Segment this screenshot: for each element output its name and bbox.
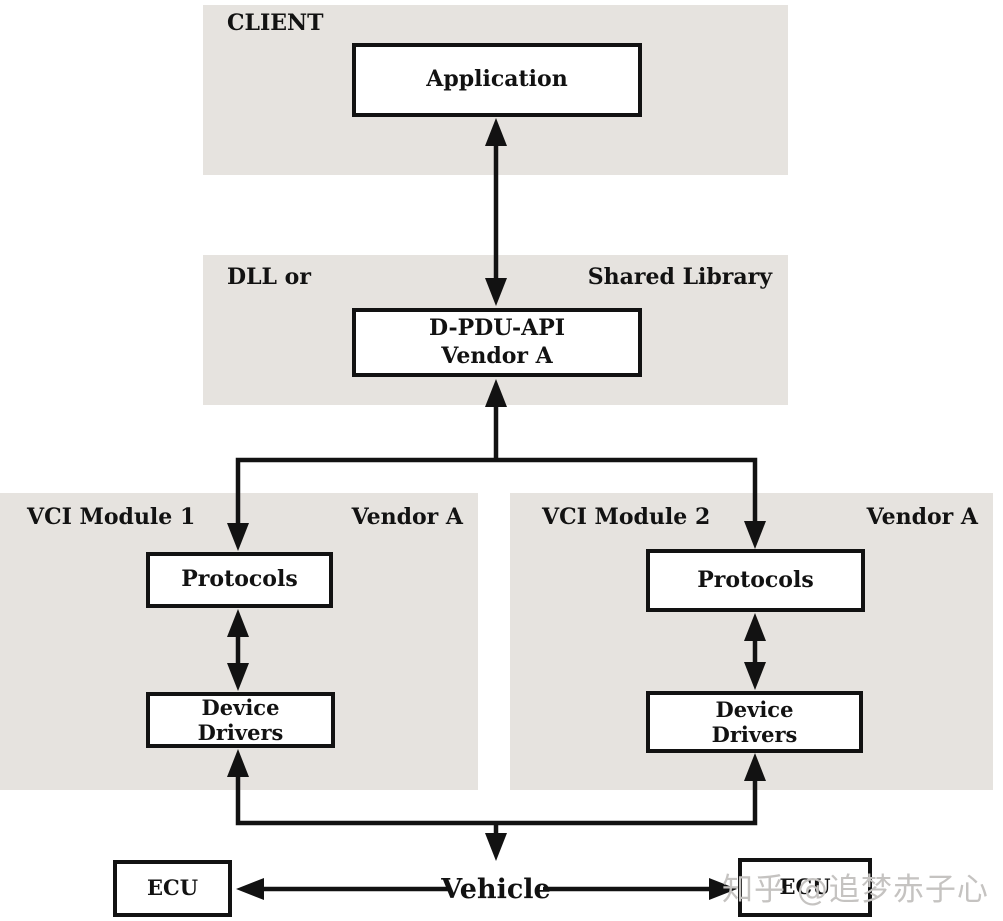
zhihu-watermark: 知乎 @追梦赤子心 [722, 872, 989, 908]
node-device-drivers-2-line1: Device [715, 696, 794, 722]
node-device-drivers-2: Device Drivers [646, 691, 863, 753]
panel-dll-shared-library: DLL or Shared Library [203, 255, 788, 405]
node-dpdu-api-line2: Vendor A [441, 342, 553, 369]
arrow-vehicle-bus [227, 749, 766, 861]
node-device-drivers-1: Device Drivers [146, 692, 335, 748]
node-ecu-right-label: ECU [779, 874, 831, 900]
arrow-vehicle-ecu-left [236, 878, 448, 900]
node-device-drivers-1-line2: Drivers [197, 720, 284, 745]
arrow-application-dpdu [485, 118, 507, 306]
node-protocols-1: Protocols [146, 552, 333, 608]
panel-dll-label-left: DLL or [227, 264, 311, 290]
node-application: Application [352, 43, 642, 117]
node-device-drivers-2-line2: Drivers [711, 722, 798, 747]
node-dpdu-api-line1: D-PDU-API [428, 315, 566, 341]
node-protocols-2-label: Protocols [697, 566, 814, 593]
node-protocols-1-label: Protocols [181, 566, 298, 593]
arrow-protocols1-drivers1 [227, 609, 249, 691]
node-protocols-2: Protocols [646, 549, 865, 612]
panel-vci1-label-right: Vendor A [351, 504, 463, 530]
panel-vci2-label-left: VCI Module 2 [542, 504, 711, 530]
node-ecu-left-label: ECU [146, 875, 199, 901]
node-ecu-right: ECU [738, 858, 872, 917]
node-dpdu-api: D-PDU-API Vendor A [352, 308, 642, 377]
node-ecu-left: ECU [113, 860, 232, 917]
panel-dll-label-right: Shared Library [587, 264, 772, 290]
node-application-label: Application [426, 66, 568, 93]
arrow-vehicle-ecu-right [543, 878, 737, 900]
panel-vci1-label-left: VCI Module 1 [27, 504, 196, 530]
arrow-protocols2-drivers2 [744, 613, 766, 690]
panel-client-label: CLIENT [227, 10, 324, 36]
arrow-vci-branch-to-dpdu [227, 379, 766, 551]
panel-vci2-label-right: Vendor A [866, 504, 978, 530]
vehicle-label: Vehicle [441, 874, 551, 905]
node-device-drivers-1-line1: Device [201, 694, 280, 720]
